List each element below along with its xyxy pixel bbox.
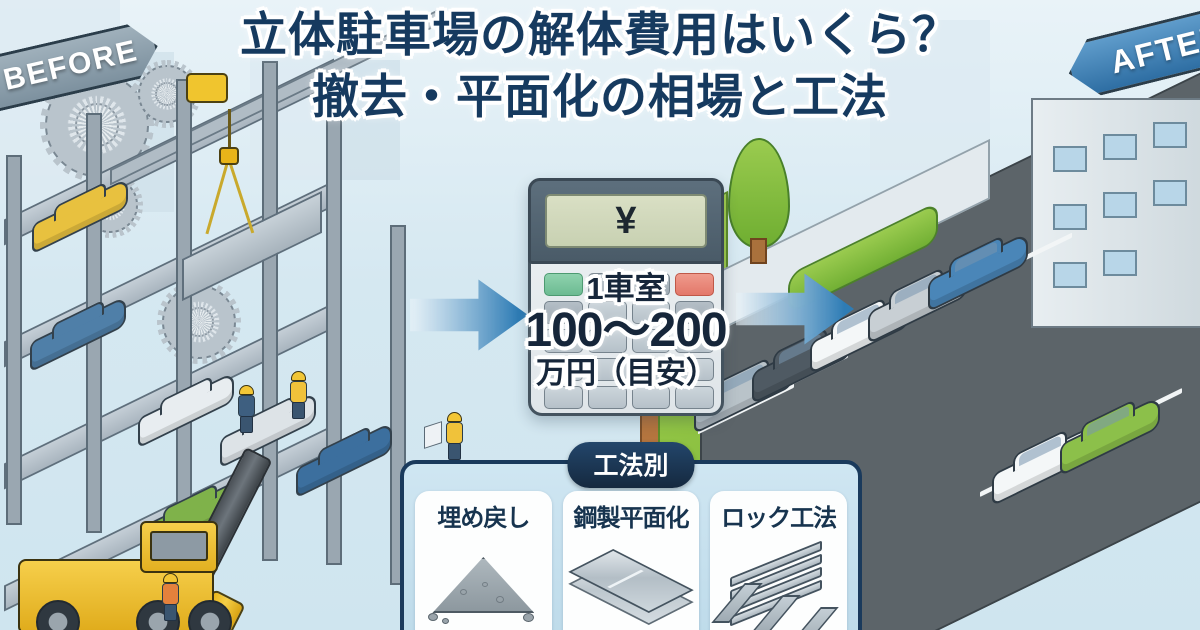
frame-column-1 [6,155,22,525]
calculator-keypad[interactable] [544,273,714,409]
key-11[interactable] [631,357,671,381]
key-3[interactable] [631,301,671,325]
crane-hook-icon [219,147,239,165]
worker-foreman [236,385,256,433]
crane-wheel-front [188,600,232,630]
wooden-pallet-icon [710,539,839,630]
worker-ground-crew [160,573,180,621]
cost-calculator[interactable]: ¥ [528,178,724,416]
key-green[interactable] [544,273,583,297]
steel-plate-icon [568,539,694,625]
frame-column-3 [176,79,192,549]
key-7[interactable] [631,329,671,353]
key-2[interactable] [587,301,627,325]
clipboard-icon [424,421,442,449]
sling-left [226,154,254,234]
frame-column-4 [262,61,278,561]
crane-hook-line [228,109,231,157]
key-5[interactable] [544,329,583,353]
page-title-line-1: 立体駐車場の解体費用はいくら？ [240,8,960,61]
method-card-list: 埋め戻し 鋼製平面化 [415,491,848,630]
crane-boom-head [186,73,228,103]
arrow-before-to-cost [410,279,528,351]
sling-right [205,154,231,235]
key-10[interactable] [587,357,627,381]
crane-wheel-back [36,600,80,630]
worker-supervisor [444,412,464,460]
key-9[interactable] [544,357,583,381]
key-14[interactable] [587,385,627,409]
before-scene [0,8,440,630]
background-building-5 [870,20,990,170]
calculator-display: ¥ [545,194,707,248]
key-8[interactable] [675,329,714,353]
gravel-pile-icon [424,539,542,625]
worker-inspector [288,371,308,419]
key-gray-2[interactable] [631,273,671,297]
methods-panel: 工法別 埋め戻し 鋼製平面化 [400,442,862,630]
crane-cab [140,521,218,573]
method-card-backfill[interactable]: 埋め戻し [415,491,552,630]
method-card-backfill-title: 埋め戻し [437,505,530,532]
key-16[interactable] [675,385,714,409]
method-card-lock[interactable]: ロック工法 [710,491,848,630]
method-card-lock-title: ロック工法 [721,505,837,532]
after-scene [640,43,1200,630]
tree-icon [728,138,790,248]
tree-trunk [750,238,767,264]
key-red[interactable] [675,273,714,297]
neighbor-building [1031,98,1200,328]
key-gray-1[interactable] [587,273,627,297]
method-card-steel-flattening[interactable]: 鋼製平面化 [562,491,700,630]
key-1[interactable] [544,301,583,325]
methods-panel-badge: 工法別 [567,442,695,488]
key-13[interactable] [544,385,583,409]
gear-icon-mid-2 [157,280,241,364]
key-15[interactable] [631,385,671,409]
key-4[interactable] [675,301,714,325]
key-12[interactable] [675,357,714,381]
method-card-steel-flattening-title: 鋼製平面化 [573,505,690,532]
key-6[interactable] [587,329,627,353]
frame-column-5 [326,115,342,565]
parked-car-navy [296,421,392,499]
calculator-bezel: ¥ [528,178,724,264]
